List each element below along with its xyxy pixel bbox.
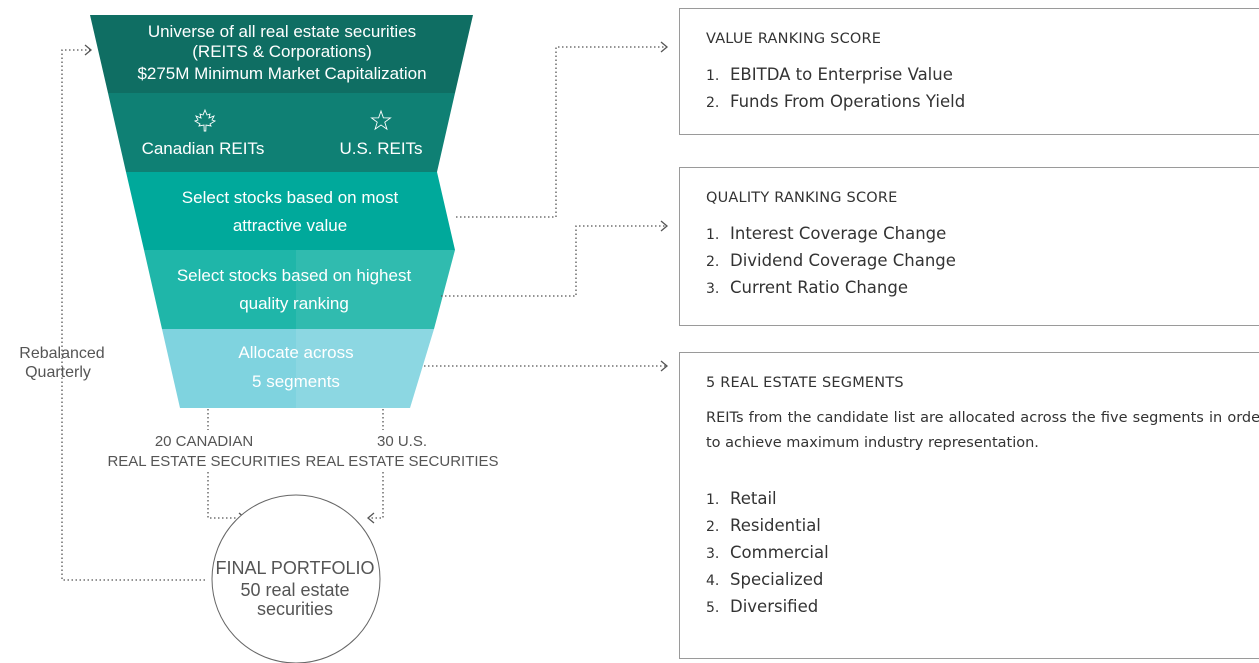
- list-item: 2.Dividend Coverage Change: [706, 251, 956, 270]
- list-item: 3.Current Ratio Change: [706, 278, 908, 297]
- funnel-us-layer: [296, 93, 455, 172]
- funnel-quality-layer: [144, 250, 455, 329]
- allocate-step-line-1: Allocate across: [238, 343, 353, 362]
- rebalance-label-line-2: Quarterly: [25, 364, 91, 381]
- canadian-reits-label: Canadian REITs: [142, 139, 265, 158]
- final-portfolio-line-2: 50 real estate: [240, 580, 349, 600]
- universe-line-1: Universe of all real estate securities: [148, 22, 416, 41]
- value-step-line-2: attractive value: [233, 216, 347, 235]
- quality-step-line-2: quality ranking: [239, 294, 349, 313]
- funnel-universe-layer: [90, 15, 473, 93]
- list-item: 1.Interest Coverage Change: [706, 224, 947, 243]
- final-portfolio-title: FINAL PORTFOLIO: [215, 558, 374, 578]
- rebalance-label-line-1: Rebalanced: [19, 345, 104, 362]
- value-ranking-title: VALUE RANKING SCORE: [706, 31, 882, 47]
- list-item: 5.Diversified: [706, 597, 819, 616]
- funnel-allocate-layer: [162, 329, 434, 408]
- list-item: 2.Funds From Operations Yield: [706, 92, 966, 111]
- canadian-output-line-2: REAL ESTATE SECURITIES: [107, 453, 300, 470]
- segments-box: 5 REAL ESTATE SEGMENTS REITs from the ca…: [679, 352, 1259, 659]
- quality-ranking-list: 1.Interest Coverage Change 2.Dividend Co…: [706, 221, 1243, 302]
- canadian-output-line-lower: [207, 472, 243, 519]
- final-portfolio-line-3: securities: [257, 599, 333, 619]
- rebalance-loop: [61, 49, 205, 581]
- list-item: 4.Specialized: [706, 570, 824, 589]
- list-item: 2.Residential: [706, 516, 821, 535]
- us-output-line-1: 30 U.S.: [377, 433, 427, 450]
- us-output-line-2: REAL ESTATE SECURITIES: [305, 453, 498, 470]
- canadian-output-line-1: 20 CANADIAN: [155, 433, 253, 450]
- value-step-line-1: Select stocks based on most: [182, 188, 399, 207]
- allocate-step-line-2: 5 segments: [252, 372, 340, 391]
- segments-title: 5 REAL ESTATE SEGMENTS: [706, 375, 904, 391]
- quality-ranking-box: QUALITY RANKING SCORE 1.Interest Coverag…: [679, 167, 1259, 326]
- quality-step-line-1: Select stocks based on highest: [177, 266, 412, 285]
- maple-leaf-icon: [193, 108, 217, 132]
- star-icon: [370, 109, 392, 131]
- us-reits-label: U.S. REITs: [339, 139, 422, 158]
- list-item: 3.Commercial: [706, 543, 829, 562]
- universe-line-3: $275M Minimum Market Capitalization: [137, 64, 426, 83]
- value-ranking-list: 1.EBITDA to Enterprise Value 2.Funds Fro…: [706, 62, 1243, 116]
- segments-list: 1.Retail 2.Residential 3.Commercial 4.Sp…: [706, 486, 1243, 621]
- funnel-canadian-layer: [108, 93, 296, 172]
- list-item: 1.EBITDA to Enterprise Value: [706, 65, 953, 84]
- funnel-value-layer: [126, 172, 455, 250]
- final-portfolio-circle: [211, 494, 381, 663]
- segments-description: REITs from the candidate list are alloca…: [706, 410, 1259, 451]
- list-item: 1.Retail: [706, 489, 777, 508]
- value-ranking-box: VALUE RANKING SCORE 1.EBITDA to Enterpri…: [679, 8, 1259, 135]
- quality-connector: [441, 225, 666, 297]
- us-output-line-lower: [370, 472, 384, 519]
- value-connector: [456, 46, 666, 218]
- universe-line-2: (REITS & Corporations): [192, 42, 372, 61]
- quality-ranking-title: QUALITY RANKING SCORE: [706, 190, 898, 206]
